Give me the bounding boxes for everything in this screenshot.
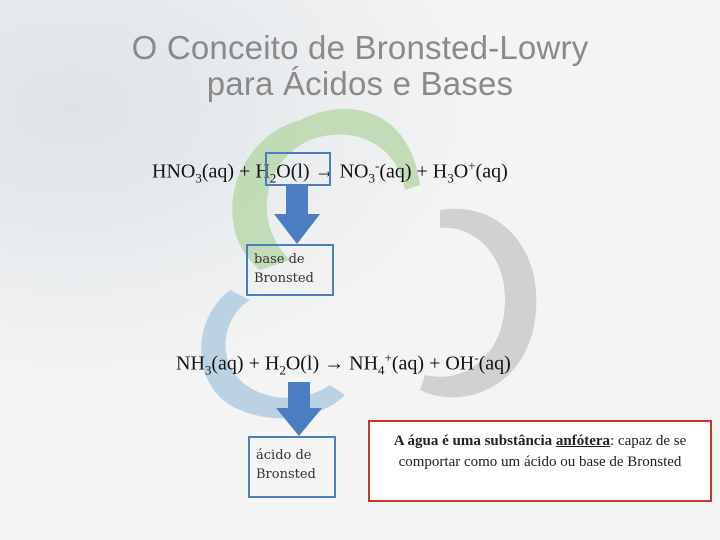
eq1-subscript: 2 bbox=[269, 170, 277, 186]
label-line: Bronsted bbox=[256, 467, 316, 482]
water-highlight-box bbox=[265, 152, 331, 186]
eq1-subscript: 3 bbox=[195, 170, 202, 186]
eq2-product-state: (aq) bbox=[478, 352, 511, 375]
eq1-subscript: 3 bbox=[447, 170, 454, 186]
label-line: Bronsted bbox=[254, 271, 314, 286]
eq2-reactant-2: O(l) bbox=[285, 352, 320, 375]
slide-title: O Conceito de Bronsted-Lowry para Ácidos… bbox=[0, 30, 720, 102]
down-arrow-icon bbox=[276, 382, 322, 436]
eq2-reactant-1: NH bbox=[176, 352, 205, 375]
eq2-reactant-state: (aq) + H bbox=[211, 352, 280, 375]
blue-swirl-shape bbox=[201, 290, 345, 419]
eq2-superscript: + bbox=[384, 350, 392, 365]
down-arrow-icon bbox=[274, 186, 320, 244]
note-text: A água é uma substância bbox=[393, 433, 556, 449]
title-line-1: O Conceito de Bronsted-Lowry bbox=[131, 29, 589, 66]
title-line-2: para Ácidos e Bases bbox=[206, 65, 514, 102]
label-line: base de bbox=[254, 252, 305, 267]
amphoteric-note: A água é uma substância anfótera: capaz … bbox=[368, 420, 712, 502]
eq1-reactant-state: (aq) + H bbox=[201, 160, 270, 183]
note-keyword: anfótera bbox=[555, 433, 611, 449]
eq1-product-state: (aq) + H bbox=[379, 160, 448, 183]
label-acid-bronsted: ácido de Bronsted bbox=[248, 436, 336, 498]
gray-swirl-shape bbox=[420, 208, 537, 398]
eq1-product-1: NO bbox=[339, 160, 369, 183]
eq2-subscript: 3 bbox=[204, 362, 212, 378]
label-line: ácido de bbox=[256, 448, 312, 463]
eq2-superscript: - bbox=[474, 350, 479, 365]
eq1-reactant-2: O(l) bbox=[276, 160, 310, 183]
eq1-reactant-1: HNO bbox=[152, 160, 196, 183]
eq1-product-state: (aq) bbox=[475, 160, 508, 183]
equation-2: NH3(aq) + H2O(l) → NH4+(aq) + OH-(aq) bbox=[176, 350, 511, 379]
eq2-subscript: 2 bbox=[279, 362, 286, 378]
eq1-superscript: - bbox=[374, 158, 380, 173]
eq2-reaction-arrow: → bbox=[324, 352, 345, 375]
equation-1: HNO3(aq) + H2O(l) → NO3-(aq) + H3O+(aq) bbox=[152, 158, 508, 187]
eq2-subscript: 4 bbox=[378, 362, 385, 378]
eq1-subscript: 3 bbox=[368, 170, 375, 186]
eq2-product-1: NH bbox=[349, 352, 379, 375]
note-text: : capaz de se comportar como um ácido ou… bbox=[398, 433, 687, 470]
label-base-bronsted: base de Bronsted bbox=[246, 244, 334, 296]
green-swirl-shape bbox=[232, 108, 420, 270]
eq2-product-state: (aq) + OH bbox=[391, 352, 475, 375]
eq1-product-2: O bbox=[453, 160, 469, 183]
eq1-superscript: + bbox=[468, 158, 476, 173]
